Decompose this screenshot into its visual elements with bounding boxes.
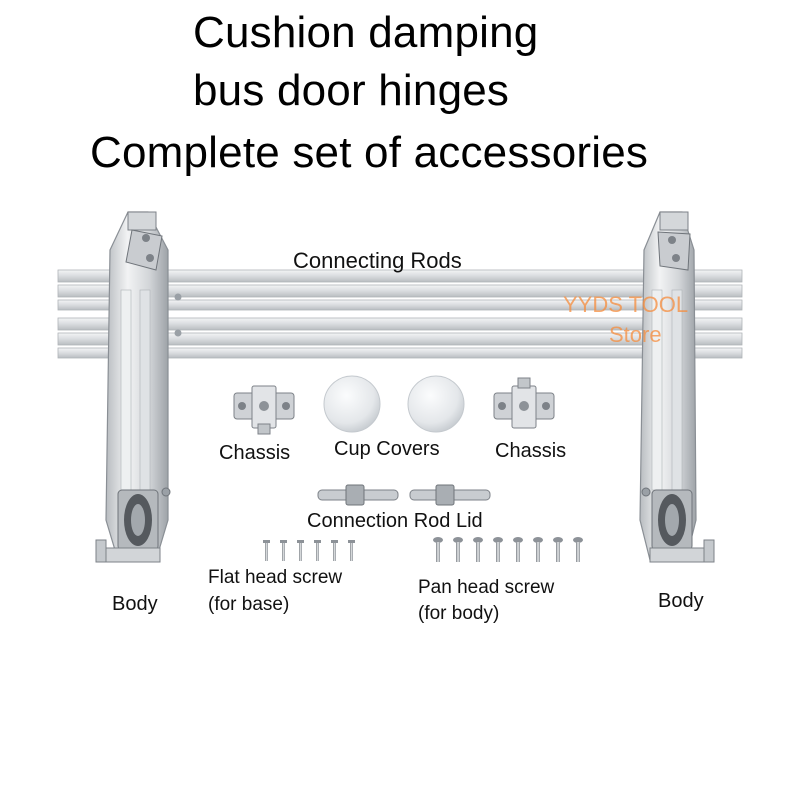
chassis-right	[493, 377, 555, 429]
label-chassis-left: Chassis	[219, 442, 291, 464]
flat-head-screws	[263, 540, 355, 561]
watermark-line-1: YYDS TOOL	[563, 292, 689, 317]
label-body-right: Body	[658, 590, 704, 612]
label-pan-head-screw-usage: (for body)	[418, 603, 500, 624]
label-connecting-rods: Connecting Rods	[293, 248, 462, 273]
label-flat-head-screw: Flat head screw	[208, 567, 343, 588]
label-pan-head-screw: Pan head screw	[418, 577, 555, 598]
pan-head-screws	[433, 537, 583, 562]
title-line-3: Complete set of accessories	[90, 128, 649, 177]
left-body-hinge	[95, 211, 171, 563]
watermark-line-2: Store	[609, 322, 662, 347]
label-chassis-right: Chassis	[495, 440, 567, 462]
title-line-1: Cushion damping	[193, 8, 539, 57]
cup-covers	[323, 375, 465, 433]
chassis-left	[233, 385, 295, 435]
label-connection-rod-lid: Connection Rod Lid	[307, 510, 483, 532]
connecting-rods	[57, 269, 743, 359]
right-body-hinge	[639, 211, 715, 563]
label-cup-covers: Cup Covers	[334, 438, 440, 460]
label-body-left: Body	[112, 593, 158, 615]
label-flat-head-screw-usage: (for base)	[208, 594, 290, 615]
title-line-2: bus door hinges	[193, 66, 510, 115]
connection-rod-lids	[317, 484, 491, 506]
